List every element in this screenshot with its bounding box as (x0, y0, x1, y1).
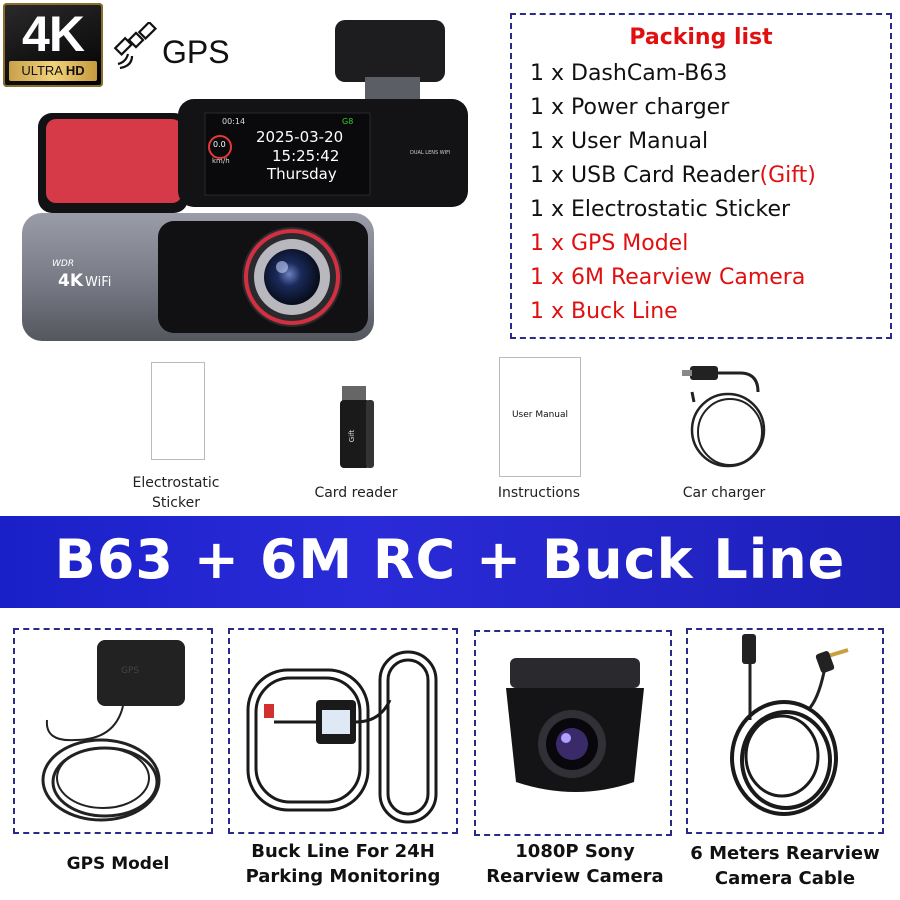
screen-date: 2025-03-20 (256, 128, 344, 146)
packing-item: 1 x User Manual (530, 129, 709, 154)
packing-item: 1 x Power charger (530, 95, 730, 120)
screen-wifi-label: DUAL LENS WIFI (410, 150, 451, 156)
instructions-label: Instructions (497, 485, 581, 501)
car-charger-label: Car charger (682, 485, 766, 501)
cable-frame (686, 628, 884, 834)
badge-4k-text: 4K (22, 6, 85, 62)
packing-item: 1 x Electrostatic Sticker (530, 197, 791, 222)
gps-logo-text: GPS (162, 34, 230, 70)
gps-model-frame: GPS (13, 628, 213, 834)
screen-speed-unit: km/h (212, 157, 230, 165)
packing-list-items: 1 x DashCam-B63 1 x Power charger 1 x Us… (530, 57, 816, 329)
gps-device-label: GPS (121, 666, 140, 676)
rear-cam-frame (474, 630, 672, 836)
badge-hd-text: HD (65, 63, 85, 78)
packing-item: 1 x 6M Rearview Camera (530, 265, 806, 290)
rear-cam-image (506, 658, 644, 792)
badge-ultra-text: ULTRA (21, 63, 63, 78)
body-wifi-text: WiFi (85, 275, 112, 290)
user-manual-image: User Manual (499, 357, 581, 477)
packing-item: 1 x Buck Line (530, 299, 678, 324)
body-4k-text: 4K (58, 271, 84, 291)
packing-item: 1 x USB Card Reader(Gift) (530, 163, 816, 188)
cable-image (730, 634, 849, 816)
packing-item: 1 x GPS Model (530, 231, 689, 256)
buck-line-frame (228, 628, 458, 834)
bundle-banner-text: B63 + 6M RC + Buck Line (54, 528, 846, 591)
packing-item: 1 x DashCam-B63 (530, 61, 728, 86)
screen-signal: G8 (342, 117, 354, 126)
buck-line-caption: Buck Line For 24H Parking Monitoring (245, 841, 441, 887)
packing-list-box: Packing list 1 x DashCam-B63 1 x Power c… (510, 13, 892, 339)
screen-time: 15:25:42 (272, 147, 340, 165)
car-charger-image (682, 366, 766, 468)
satellite-icon (113, 22, 158, 70)
body-wdr-label: WDR (52, 259, 75, 269)
buck-line-image (246, 650, 438, 824)
screen-time-small: 00:14 (222, 117, 246, 126)
gps-model-image (41, 640, 185, 822)
electrostatic-sticker-label: Electrostatic Sticker (132, 475, 220, 511)
4k-ultra-hd-badge: 4K ULTRA HD (3, 3, 103, 87)
screen-speed: 0.0 (213, 140, 226, 149)
manual-cover-text: User Manual (511, 410, 569, 420)
gps-model-caption: GPS Model (66, 854, 170, 874)
dashcam-illustration (22, 20, 468, 341)
card-reader-label: Card reader (314, 485, 398, 501)
bundle-banner: B63 + 6M RC + Buck Line (0, 516, 900, 608)
cable-caption: 6 Meters Rearview Camera Cable (690, 843, 880, 889)
card-reader-gift-tag: Gift (348, 429, 357, 443)
packing-list-title: Packing list (629, 25, 773, 50)
gift-tag: (Gift) (759, 163, 816, 188)
rear-cam-caption: 1080P Sony Rearview Camera (486, 841, 664, 887)
screen-day: Thursday (267, 165, 337, 183)
electrostatic-sticker-image (151, 362, 205, 460)
card-reader-image (340, 386, 374, 468)
badge-ultra-hd-strip: ULTRA HD (9, 61, 97, 81)
